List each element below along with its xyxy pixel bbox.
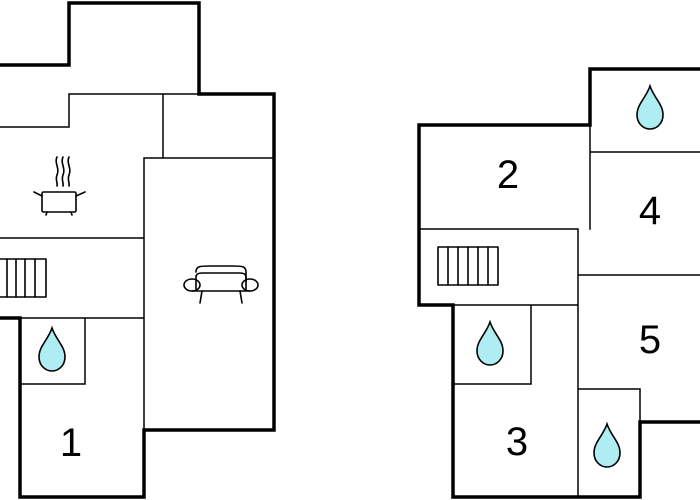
room-label-2: 2 xyxy=(497,153,519,197)
water-drop-icon xyxy=(476,319,504,366)
water-drop-icon xyxy=(593,421,621,468)
room-label-5: 5 xyxy=(639,318,661,362)
stairs-icon xyxy=(437,246,499,286)
water-drop-icon xyxy=(38,325,66,372)
room-label-4: 4 xyxy=(639,189,661,233)
room-label-3: 3 xyxy=(506,420,528,464)
left-floor-outer-wall xyxy=(0,1,276,499)
left-floor-inner-walls xyxy=(0,93,275,431)
right-floor-inner-walls xyxy=(418,124,700,498)
right-floor-outer-wall xyxy=(417,67,700,499)
stairs-icon xyxy=(0,258,47,298)
right-floor: 2 4 5 3 xyxy=(417,67,700,499)
room-label-1: 1 xyxy=(60,421,82,465)
sofa-icon xyxy=(183,265,259,304)
cooking-pot-icon xyxy=(33,156,86,216)
water-drop-icon xyxy=(636,83,664,130)
left-floor: 1 xyxy=(0,1,276,499)
